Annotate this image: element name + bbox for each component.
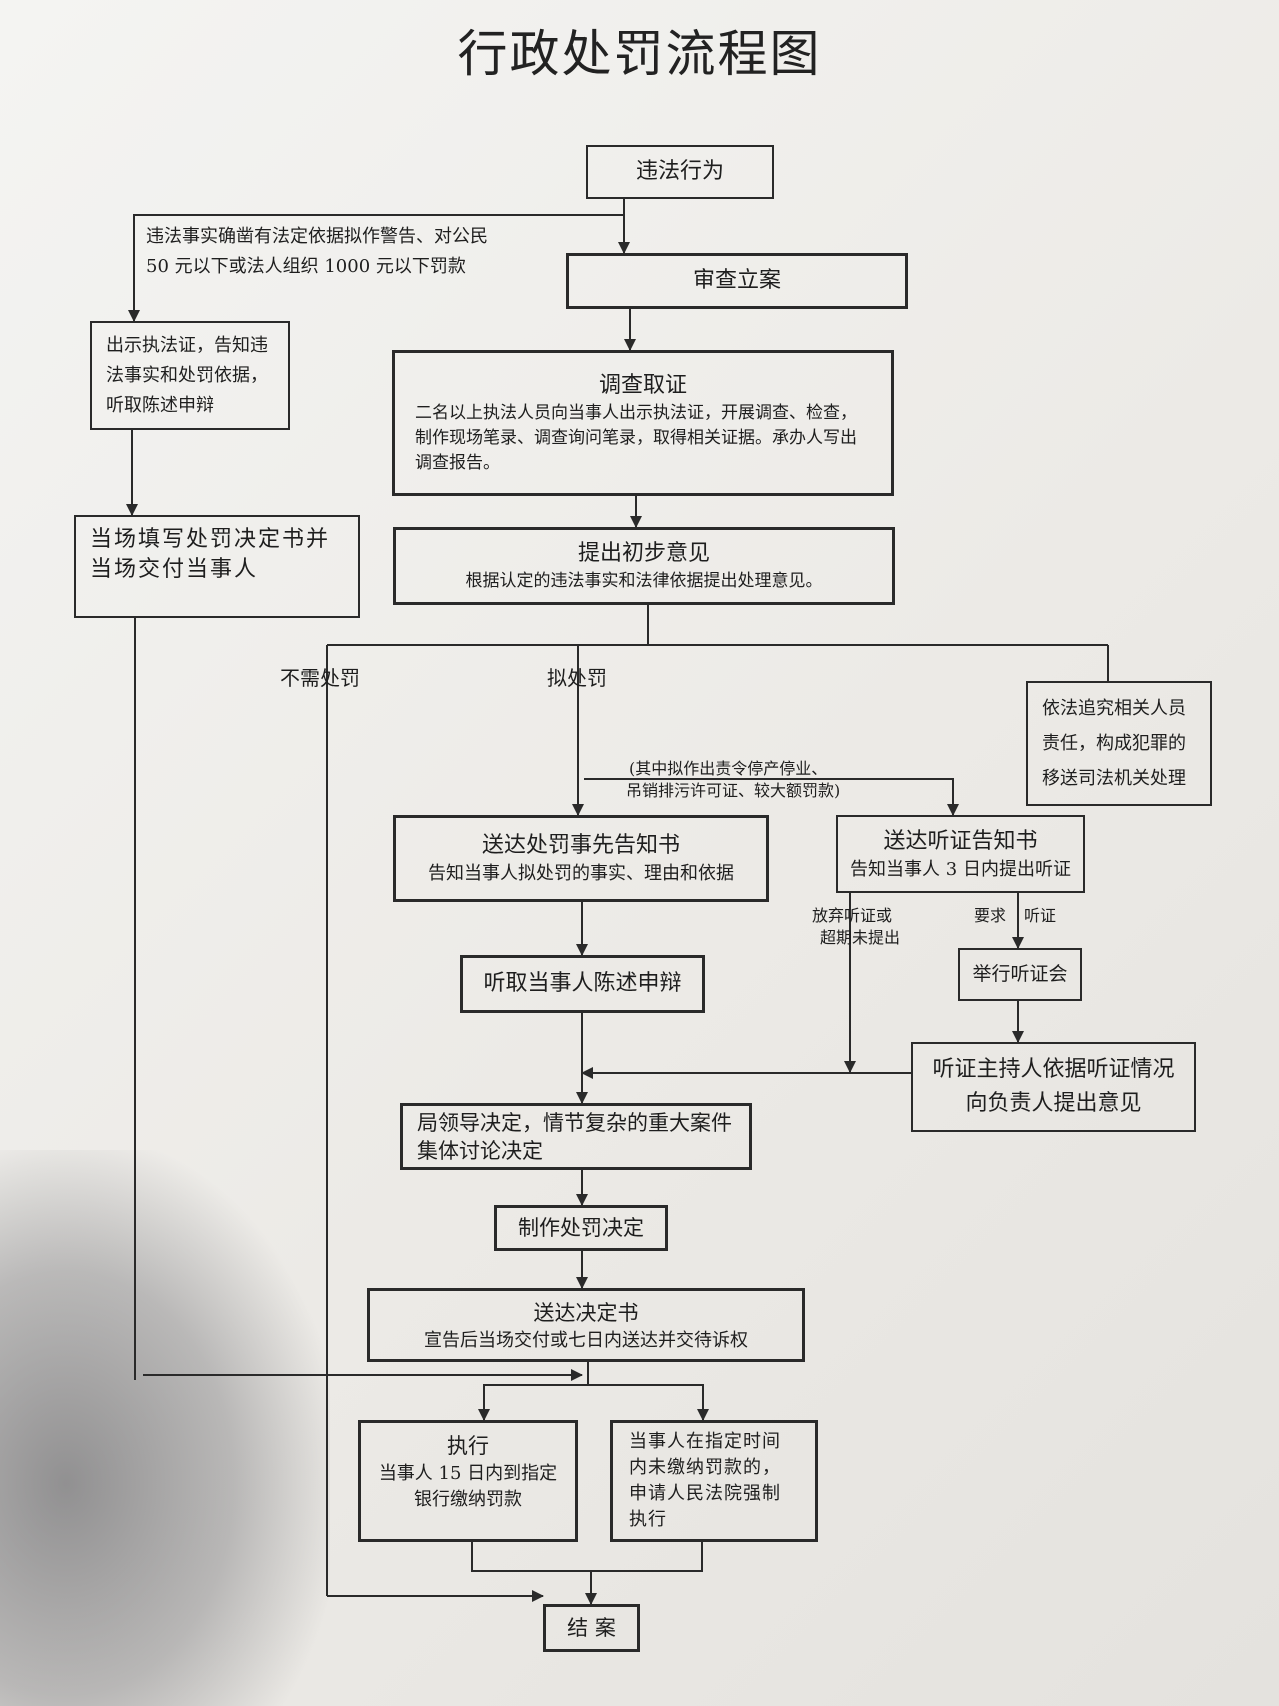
box-execute: 执行 当事人 15 日内到指定银行缴纳罚款	[358, 1420, 578, 1542]
box-investigation-body: 二名以上执法人员向当事人出示执法证，开展调查、检查，制作现场笔录、调查询问笔录，…	[415, 402, 857, 473]
box-opinion: 提出初步意见 根据认定的违法事实和法律依据提出处理意见。	[393, 527, 895, 605]
box-execute-title: 执行	[447, 1434, 489, 1458]
box-hold-hearing: 举行听证会	[958, 948, 1082, 1001]
box-make-decision: 制作处罚决定	[494, 1205, 668, 1251]
label-no-penalty: 不需处罚	[280, 666, 360, 690]
label-hearing-scope: (其中拟作出责令停产停业、 吊销排污许可证、较大额罚款)	[616, 758, 840, 802]
box-hear-defense: 听取当事人陈述申辩	[460, 955, 705, 1013]
label-simple-condition: 违法事实确凿有法定依据拟作警告、对公民 50 元以下或法人组织 1000 元以下…	[146, 222, 488, 282]
box-show-cert: 出示执法证，告知违法事实和处罚依据，听取陈述申辩	[90, 321, 290, 430]
label-request: 要求	[974, 906, 1007, 925]
box-opinion-body: 根据认定的违法事实和法律依据提出处理意见。	[465, 570, 823, 591]
box-opinion-title: 提出初步意见	[577, 540, 710, 566]
box-prior-notice-title: 送达处罚事先告知书	[481, 833, 680, 858]
box-deliver: 送达决定书 宣告后当场交付或七日内送达并交待诉权	[367, 1288, 805, 1362]
box-execute-body: 当事人 15 日内到指定银行缴纳罚款	[378, 1463, 558, 1510]
box-hear-defense-label: 听取当事人陈述申辩	[483, 971, 682, 996]
box-host-opinion: 听证主持人依据听证情况向负责人提出意见	[911, 1042, 1196, 1132]
label-propose-penalty: 拟处罚	[547, 666, 607, 690]
box-hearing-notice: 送达听证告知书 告知当事人 3 日内提出听证	[836, 815, 1085, 893]
edge-split-execute	[483, 1384, 704, 1420]
box-hearing-notice-body: 告知当事人 3 日内提出听证	[850, 858, 1071, 880]
box-leader-decision-label: 局领导决定，情节复杂的重大案件集体讨论决定	[417, 1110, 732, 1163]
box-deliver-body: 宣告后当场交付或七日内送达并交待诉权	[424, 1329, 748, 1351]
page-title: 行政处罚流程图	[457, 25, 822, 83]
box-close: 结 案	[543, 1604, 640, 1652]
box-filing: 审查立案	[566, 253, 908, 309]
label-waive: 放弃听证或 超期未提出	[812, 905, 900, 949]
box-investigation-title: 调查取证	[598, 372, 687, 398]
label-waive-line-1: 放弃听证或	[812, 906, 893, 925]
edge-simple-branch	[128, 214, 624, 322]
edge-hearing-scope	[584, 778, 959, 816]
box-deliver-title: 送达决定书	[533, 1300, 639, 1325]
label-hearing: 听证	[1024, 906, 1057, 925]
box-enforce: 当事人在指定时间内未缴纳罚款的，申请人民法院强制执行	[610, 1420, 818, 1542]
box-prior-notice-body: 告知当事人拟处罚的事实、理由和依据	[428, 863, 734, 884]
box-make-decision-label: 制作处罚决定	[518, 1216, 644, 1240]
box-onsite-decision: 当场填写处罚决定书并当场交付当事人	[74, 515, 360, 618]
box-prior-notice: 送达处罚事先告知书 告知当事人拟处罚的事实、理由和依据	[393, 815, 769, 902]
label-hearing-scope-line-1: (其中拟作出责令停产停业、	[629, 759, 828, 778]
box-host-opinion-label: 听证主持人依据听证情况向负责人提出意见	[932, 1057, 1175, 1116]
edge-exec-enforce-join	[471, 1542, 703, 1572]
box-onsite-decision-label: 当场填写处罚决定书并当场交付当事人	[90, 527, 331, 582]
label-simple-condition-line-1: 违法事实确凿有法定依据拟作警告、对公民	[146, 226, 488, 247]
label-waive-line-2: 超期未提出	[820, 928, 901, 947]
box-violation-label: 违法行为	[635, 159, 724, 184]
box-judicial: 依法追究相关人员责任，构成犯罪的移送司法机关处理	[1026, 681, 1212, 806]
box-hearing-notice-title: 送达听证告知书	[883, 828, 1038, 854]
box-enforce-label: 当事人在指定时间内未缴纳罚款的，申请人民法院强制执行	[629, 1431, 781, 1530]
box-investigation: 调查取证 二名以上执法人员向当事人出示执法证，开展调查、检查，制作现场笔录、调查…	[392, 350, 894, 496]
box-filing-label: 审查立案	[692, 268, 781, 293]
box-leader-decision: 局领导决定，情节复杂的重大案件集体讨论决定	[400, 1103, 752, 1170]
box-hold-hearing-label: 举行听证会	[972, 963, 1068, 985]
box-judicial-label: 依法追究相关人员责任，构成犯罪的移送司法机关处理	[1042, 698, 1186, 789]
box-violation: 违法行为	[586, 145, 774, 199]
label-hearing-scope-line-2: 吊销排污许可证、较大额罚款)	[626, 781, 841, 800]
box-show-cert-label: 出示执法证，告知违法事实和处罚依据，听取陈述申辩	[106, 334, 268, 416]
box-close-label: 结 案	[567, 1616, 616, 1640]
label-simple-condition-line-2: 50 元以下或法人组织 1000 元以下罚款	[146, 256, 466, 277]
